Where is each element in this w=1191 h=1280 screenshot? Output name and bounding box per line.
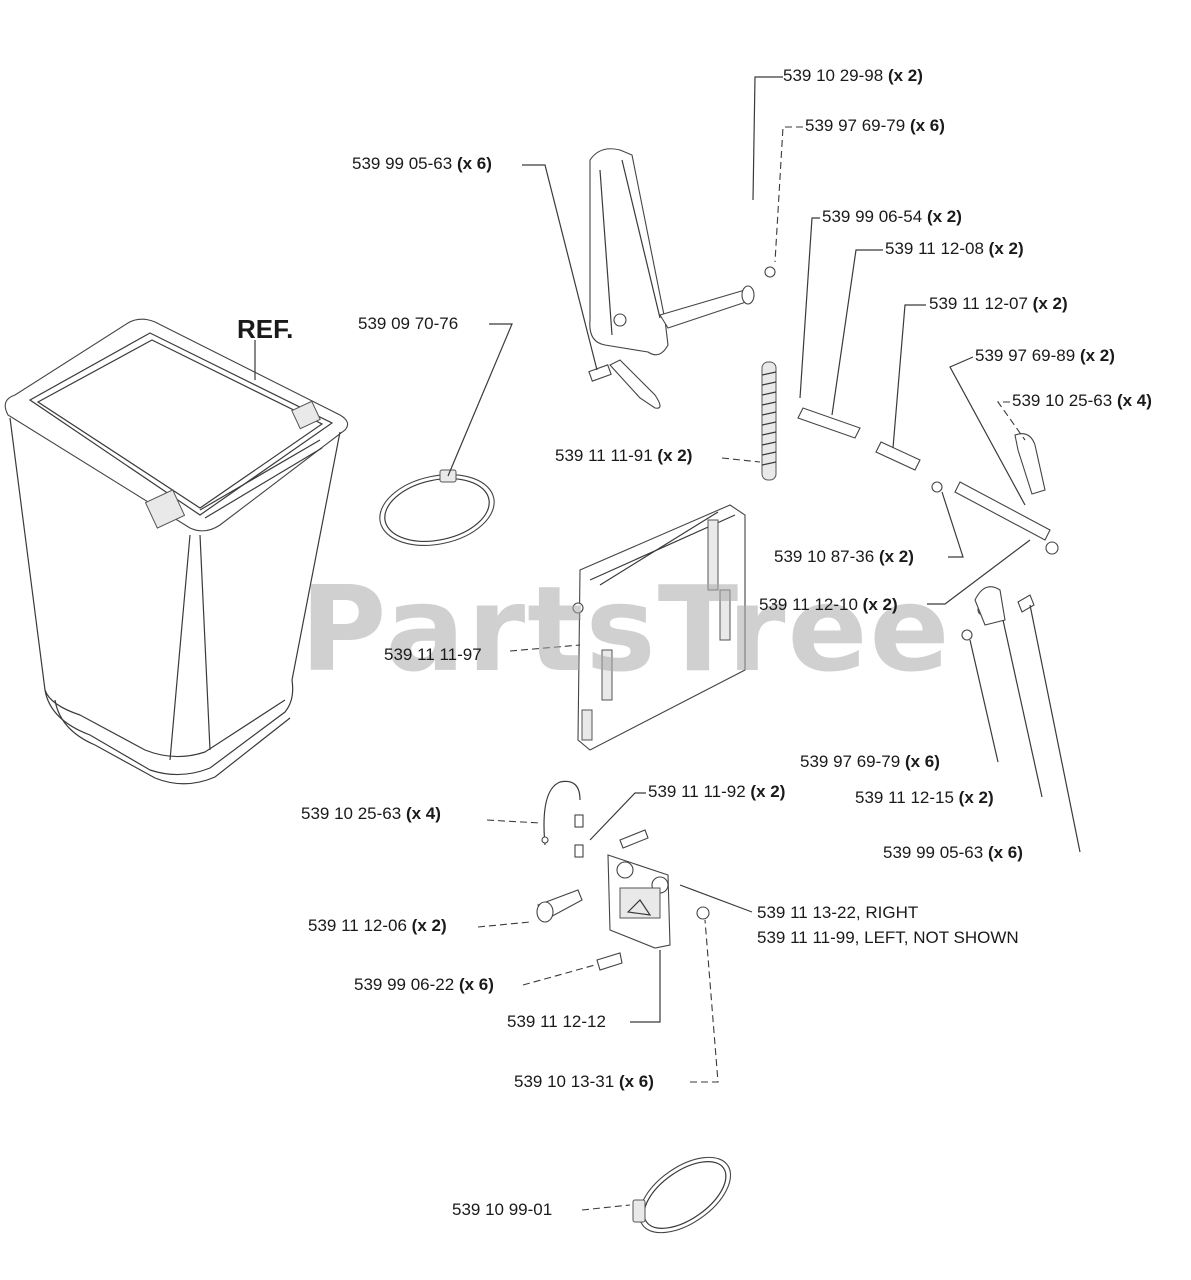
pins xyxy=(797,407,1059,641)
callout-539-97-69-79-lower: 539 97 69-79 (x 6) xyxy=(800,752,940,771)
callout-539-11-12-07: 539 11 12-07 (x 2) xyxy=(929,294,1068,313)
callout-539-99-06-22: 539 99 06-22 (x 6) xyxy=(354,975,494,994)
callout-539-10-99-01: 539 10 99-01 xyxy=(452,1200,553,1219)
callout-539-99-05-63-lower: 539 99 05-63 (x 6) xyxy=(883,843,1023,862)
callout-539-11-12-08: 539 11 12-08 (x 2) xyxy=(885,239,1024,258)
main-plate xyxy=(572,504,746,751)
callout-539-11-12-10: 539 11 12-10 (x 2) xyxy=(759,595,898,614)
callout-539-97-69-79: 539 97 69-79 (x 6) xyxy=(805,116,945,135)
callout-539-99-06-54: 539 99 06-54 (x 2) xyxy=(822,207,962,226)
callout-539-09-70-76: 539 09 70-76 xyxy=(358,314,459,333)
bolts xyxy=(536,814,710,971)
callout-539-99-05-63: 539 99 05-63 (x 6) xyxy=(352,154,492,173)
callout-539-10-87-36: 539 10 87-36 (x 2) xyxy=(774,547,914,566)
lower-clip xyxy=(541,780,581,846)
callout-539-97-69-89: 539 97 69-89 (x 2) xyxy=(975,346,1115,365)
leader-lines xyxy=(254,76,1081,1211)
spring xyxy=(761,361,777,481)
callout-539-11-11-91: 539 11 11-91 (x 2) xyxy=(555,446,693,465)
callout-539-10-29-98: 539 10 29-98 (x 2) xyxy=(783,66,923,85)
callout-539-11-12-06: 539 11 12-06 (x 2) xyxy=(308,916,447,935)
callout-539-11-12-12: 539 11 12-12 xyxy=(507,1012,606,1031)
callout-539-11-13-22-right: 539 11 13-22, RIGHT xyxy=(757,903,919,922)
hose-clamp-lower xyxy=(632,1156,732,1234)
callout-539-10-13-31: 539 10 13-31 (x 6) xyxy=(514,1072,654,1091)
hose-clamp-upper xyxy=(379,469,495,546)
callout-539-11-11-97: 539 11 11-97 xyxy=(384,645,482,664)
lower-bracket xyxy=(607,829,671,949)
callout-539-11-12-15: 539 11 12-15 (x 2) xyxy=(855,788,994,807)
callout-539-11-11-92: 539 11 11-92 (x 2) xyxy=(648,782,786,801)
callout-539-10-25-63-upper: 539 10 25-63 (x 4) xyxy=(1012,391,1152,410)
ref-label: REF. xyxy=(237,314,294,344)
callout-539-11-11-99-left: 539 11 11-99, LEFT, NOT SHOWN xyxy=(757,928,1019,947)
grass-bag xyxy=(4,318,349,785)
callout-539-10-25-63-lower: 539 10 25-63 (x 4) xyxy=(301,804,441,823)
upper-arm-bracket xyxy=(588,148,776,409)
